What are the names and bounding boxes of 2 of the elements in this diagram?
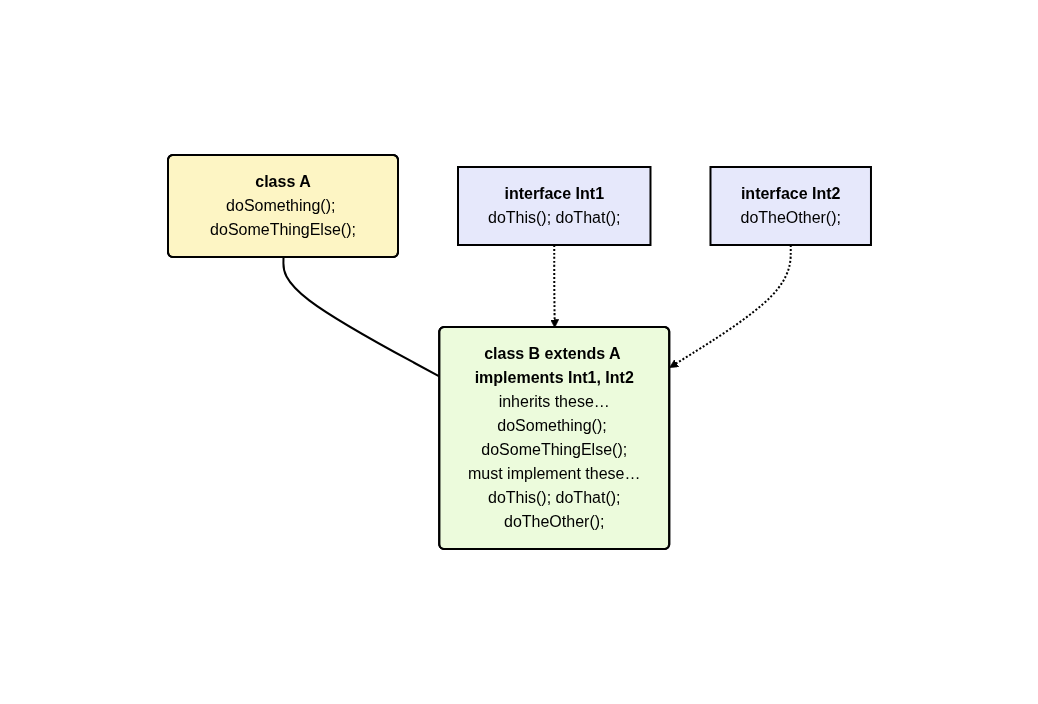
node-box: interface Int2 doTheOther(); [709,166,872,246]
node-box: interface Int1 doThis(); doThat(); [456,166,651,246]
